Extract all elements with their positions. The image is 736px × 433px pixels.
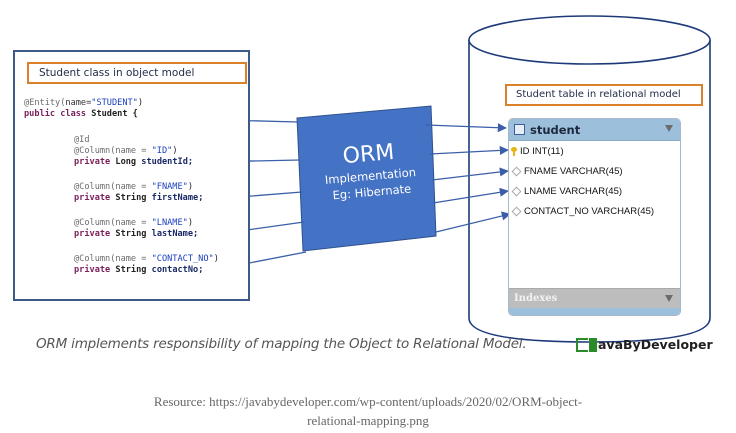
code-annotation: @Column(name = [74,254,152,264]
brand-j-icon [589,337,597,352]
resource-line-1: Resource: https://javabydeveloper.com/wp… [153,394,583,409]
table-header[interactable]: student [509,119,680,141]
resource-line-2: relational-mapping.png [307,413,429,428]
code-field-name: contactNo; [151,265,204,275]
column-label: ID INT(11) [520,145,564,157]
class-declaration-line: public class Student { [24,109,138,120]
code-paren: ) [213,254,219,264]
code-class-name: Student { [91,109,138,119]
code-type: String [115,193,147,203]
arrow-to-table [425,123,507,133]
table-column-row: FNAME VARCHAR(45) [509,161,680,181]
columns-empty-space [509,221,680,288]
entity-annotation-line: @Entity(name="STUDENT") [24,98,143,109]
table-column-row: ID INT(11) [509,141,680,161]
column-diamond-icon [511,186,522,196]
code-string: "FNAME" [151,182,188,192]
code-annotation: @Id [74,135,90,145]
code-type: Long [115,157,137,167]
brand-logo: avaByDeveloper [576,337,713,352]
object-model-panel: Student class in object model @Entity(na… [13,50,250,301]
brand-name: avaByDeveloper [598,337,713,352]
code-type: String [115,265,147,275]
field-annotation-id: @Id [74,135,90,146]
code-keyword: private [74,157,111,167]
code-string: "LNAME" [151,218,188,228]
code-annotation: @Column(name = [74,182,152,192]
code-key: name= [65,98,92,108]
code-keyword: private [74,265,111,275]
arrow-to-id [429,145,509,155]
cylinder-top [468,15,711,65]
indexes-header[interactable]: Indexes [509,288,680,308]
column-label: CONTACT_NO VARCHAR(45) [524,205,655,217]
code-paren: ) [137,98,144,108]
field-declaration-line: private String firstName; [74,193,203,204]
arrow-to-contact [435,211,511,233]
collapse-triangle-icon[interactable] [665,125,673,132]
table-column-row: LNAME VARCHAR(45) [509,181,680,201]
figure-caption: ORM implements responsibility of mapping… [36,336,527,352]
field-column-line: @Column(name = "FNAME") [74,182,193,193]
column-label: LNAME VARCHAR(45) [524,185,623,197]
brand-bracket-icon [576,337,588,352]
table-column-row: CONTACT_NO VARCHAR(45) [509,201,680,221]
field-column-line: @Column(name = "LNAME") [74,218,193,229]
column-diamond-icon [511,206,522,216]
code-type: String [115,229,147,239]
primary-key-icon [511,146,517,156]
indexes-label: Indexes [514,293,558,304]
code-keyword: public class [24,109,87,119]
collapse-triangle-icon[interactable] [665,295,673,302]
code-string: "ID" [151,146,173,156]
code-paren: ) [172,146,178,156]
code-field-name: lastName; [151,229,199,239]
code-keyword: private [74,193,111,203]
code-keyword: private [74,229,111,239]
student-table: student ID INT(11) FNAME VARCHAR(45) LNA… [508,118,681,316]
right-connectors [425,123,511,233]
code-string: "STUDENT" [91,98,138,108]
code-paren: ) [187,182,194,192]
code-annotation: @Column(name = [74,146,152,156]
code-paren: ) [187,218,194,228]
code-annotation: @Column(name = [74,218,152,228]
field-column-line: @Column(name = "CONTACT_NO") [74,254,219,265]
code-string: "CONTACT_NO" [151,254,214,264]
resource-citation: Resource: https://javabydeveloper.com/wp… [0,392,736,430]
field-declaration-line: private String contactNo; [74,265,203,276]
table-name: student [530,122,581,137]
code-field-name: firstName; [151,193,204,203]
table-icon [514,124,525,135]
arrow-to-fname [431,167,509,181]
arrow-to-lname [432,187,509,204]
orm-box [296,105,437,252]
column-label: FNAME VARCHAR(45) [524,165,623,177]
orm-box-text: ORM Implementation Eg: Hibernate [298,136,443,206]
table-footer [509,308,680,315]
column-diamond-icon [511,166,522,176]
object-model-label: Student class in object model [27,62,247,84]
field-declaration-line: private String lastName; [74,229,198,240]
code-annotation: @Entity( [24,98,66,108]
field-declaration-line: private Long studentId; [74,157,193,168]
code-field-name: studentId; [141,157,194,167]
relational-model-label: Student table in relational model [505,84,703,106]
field-column-line: @Column(name = "ID") [74,146,178,157]
